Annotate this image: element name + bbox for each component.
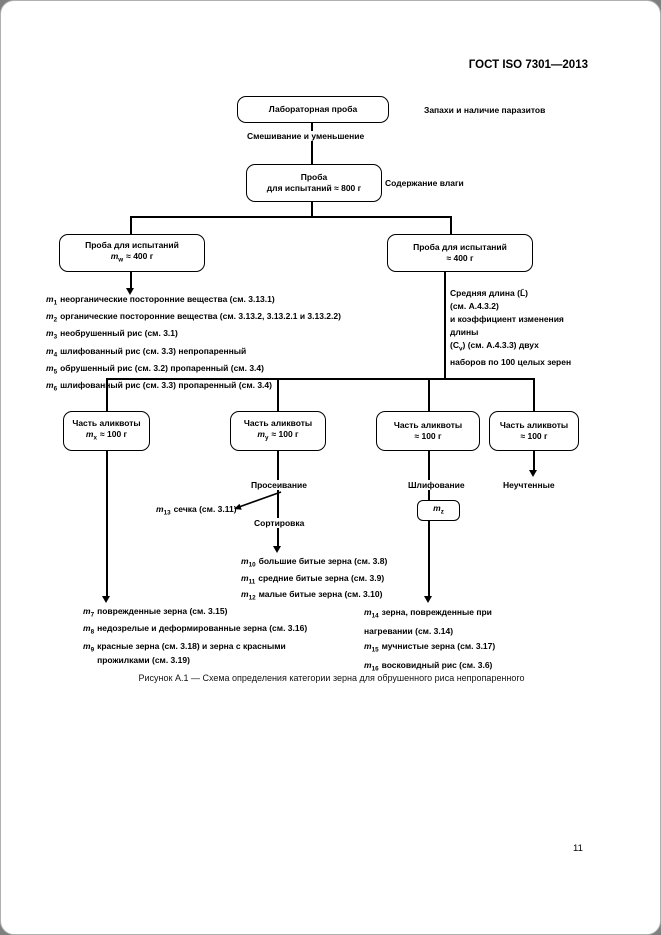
node-sample-400-right: Проба для испытаний ≈ 400 г bbox=[387, 234, 533, 272]
var-m: m bbox=[85, 429, 94, 440]
page-number: 11 bbox=[573, 843, 583, 854]
connector-line bbox=[130, 216, 452, 218]
doc-header: ГОСТ ISO 7301—2013 bbox=[468, 59, 588, 71]
connector-line bbox=[130, 216, 132, 234]
var-m: m bbox=[83, 623, 91, 634]
node-label: Проба для испытаний bbox=[85, 240, 179, 251]
var-m: m bbox=[83, 640, 91, 651]
arrow-down-icon bbox=[273, 546, 281, 553]
connector-line bbox=[130, 271, 132, 289]
connector-line bbox=[277, 451, 279, 548]
var-m: m bbox=[46, 294, 54, 304]
var-m: m bbox=[46, 311, 54, 322]
label-mixing: Смешивание и уменьшение bbox=[244, 131, 368, 141]
node-label: Проба для испытаний bbox=[413, 242, 507, 252]
var-m: m bbox=[156, 504, 164, 514]
var-m: m bbox=[46, 328, 54, 339]
connector-line bbox=[450, 216, 452, 234]
var-m: m bbox=[364, 640, 372, 651]
var-m: m bbox=[110, 251, 119, 262]
label-sieving: Просеивание bbox=[248, 480, 310, 490]
label-moisture: Содержание влаги bbox=[385, 178, 464, 188]
arrow-down-icon bbox=[126, 288, 134, 295]
node-label: ≈ 100 г bbox=[414, 431, 442, 441]
connector-line bbox=[277, 378, 279, 411]
label-milling: Шлифование bbox=[405, 480, 468, 490]
node-label: Часть аликвоты bbox=[499, 420, 569, 430]
arrow-down-icon bbox=[102, 596, 110, 603]
node-label: для испытаний ≈ 800 г bbox=[266, 183, 362, 193]
connector-line bbox=[311, 201, 313, 217]
connector-line bbox=[106, 378, 108, 411]
node-label: Часть аликвоты bbox=[243, 418, 313, 429]
node-label: my≈ 100 г bbox=[257, 429, 299, 442]
connector-line bbox=[428, 378, 430, 411]
node-label: ≈ 400 г bbox=[446, 253, 474, 263]
var-m: m bbox=[364, 607, 372, 617]
node-label: Проба bbox=[300, 172, 328, 182]
node-label: Лабораторная проба bbox=[268, 104, 358, 114]
connector-line bbox=[106, 451, 108, 598]
connector-line bbox=[533, 451, 535, 472]
node-aliquot-x: Часть аликвоты mx≈ 100 г bbox=[63, 411, 150, 451]
label-unaccounted: Неучтенные bbox=[503, 480, 555, 490]
var-m: m bbox=[241, 572, 249, 583]
note-average-length: Средняя длина (L̄) (см. А.4.3.2) и коэфф… bbox=[450, 288, 572, 368]
figure-caption: Рисунок А.1 — Схема определения категори… bbox=[138, 673, 525, 683]
node-label: mz bbox=[433, 503, 444, 516]
connector-line bbox=[311, 122, 313, 164]
connector-line bbox=[533, 378, 535, 411]
var-m: m bbox=[433, 503, 441, 514]
node-mz: mz bbox=[417, 500, 460, 521]
connector-line bbox=[428, 451, 430, 598]
connector-line bbox=[106, 378, 535, 380]
var-m: m bbox=[257, 429, 265, 440]
label-odors: Запахи и наличие паразитов bbox=[424, 105, 546, 115]
var-m: m bbox=[364, 659, 372, 670]
node-label: mw≈ 400 г bbox=[110, 251, 154, 264]
node-label: Часть аликвоты bbox=[393, 420, 463, 430]
node-aliquot-y: Часть аликвоты my≈ 100 г bbox=[230, 411, 326, 451]
node-aliquot-3: Часть аликвоты ≈ 100 г bbox=[376, 411, 480, 451]
node-label: Часть аликвоты bbox=[72, 418, 141, 429]
arrow-down-icon bbox=[424, 596, 432, 603]
node-label: ≈ 100 г bbox=[520, 431, 548, 441]
node-sample-800: Проба для испытаний ≈ 800 г bbox=[246, 164, 382, 202]
var-m: m bbox=[46, 345, 54, 356]
node-lab-sample: Лабораторная проба bbox=[237, 96, 389, 123]
node-sample-400-left: Проба для испытаний mw≈ 400 г bbox=[59, 234, 205, 272]
var-m: m bbox=[46, 362, 54, 373]
node-label: mx≈ 100 г bbox=[85, 429, 128, 442]
arrow-down-icon bbox=[529, 470, 537, 477]
var-m: m bbox=[83, 606, 91, 616]
label-sorting: Сортировка bbox=[251, 518, 308, 528]
var-m: m bbox=[241, 589, 249, 600]
node-aliquot-4: Часть аликвоты ≈ 100 г bbox=[489, 411, 579, 451]
var-m: m bbox=[241, 556, 249, 566]
arrow-left-down-icon bbox=[234, 491, 282, 510]
var-m: m bbox=[46, 379, 54, 390]
connector-line bbox=[444, 271, 446, 379]
